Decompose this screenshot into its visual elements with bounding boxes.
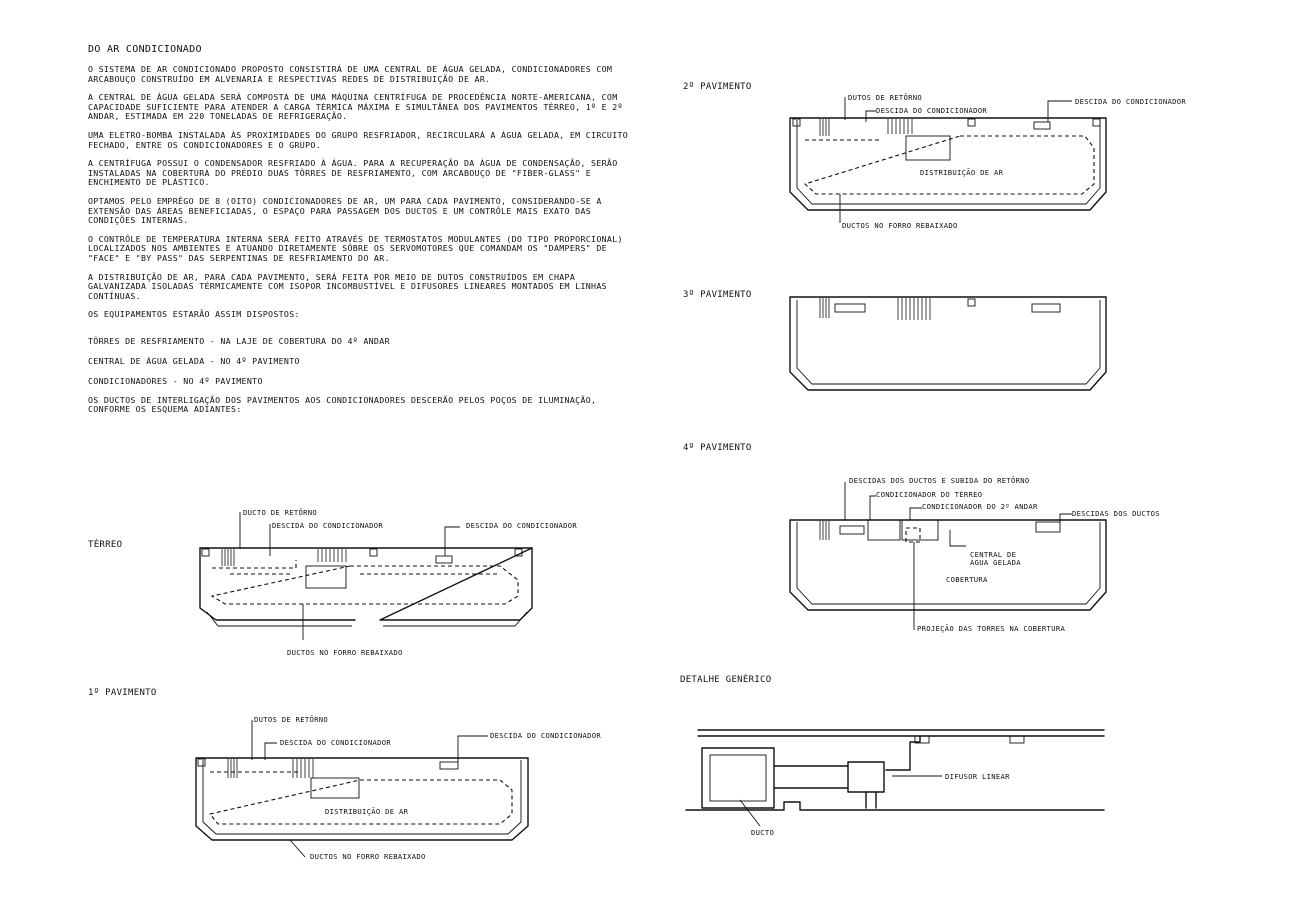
stair-hatch-p1 [227, 759, 314, 778]
section-title: DO AR CONDICIONADO [88, 44, 202, 55]
specification-text: DO AR CONDICIONADO O SISTEMA DE AR CONDI… [88, 44, 638, 424]
paragraph-condenser: A CENTRÍFUGA POSSUI O CONDENSADOR RESFRI… [88, 158, 618, 188]
equipment-towers: TÔRRES DE RESFRIAMENTO - NA LAJE DE COBE… [88, 335, 390, 346]
callout-p4-descidas: DESCIDAS DOS DUCTOS [1072, 509, 1160, 518]
stair-hatch-p2 [819, 119, 913, 136]
callout-p1-forro: DUCTOS NO FORRO REBAIXADO [310, 852, 426, 861]
paragraph-conditioners: OPTAMOS PELO EMPRÊGO DE 8 (OITO) CONDICI… [88, 195, 602, 226]
callout-p2-forro: DUCTOS NO FORRO REBAIXADO [842, 221, 958, 230]
callout-terreo-retorno: DUCTO DE RETÔRNO [243, 508, 318, 517]
stair-hatch-p4 [819, 521, 830, 540]
plan-2-pavimento [789, 97, 1107, 223]
equipment-central: CENTRAL DE ÁGUA GELADA - NO 4º PAVIMENTO [88, 355, 300, 366]
callout-p4-projecao: PROJEÇÃO DAS TORRES NA COBERTURA [917, 624, 1066, 633]
paragraph-closing: OS DUCTOS DE INTERLIGAÇÃO DOS PAVIMENTOS… [88, 394, 597, 415]
stair-hatch-p3 [819, 298, 931, 320]
callout-p4-central: CENTRAL DE ÁGUA GELADA [970, 550, 1021, 567]
callout-p1-distribuicao: DISTRIBUIÇÃO DE AR [325, 807, 409, 816]
paragraph-central: A CENTRAL DE ÁGUA GELADA SERÁ COMPOSTA D… [88, 92, 623, 122]
equipment-conditioners: CONDICIONADORES - NO 4º PAVIMENTO [88, 375, 263, 386]
plan-1-pavimento [195, 720, 529, 858]
callout-p4-cond-2andar: CONDICIONADOR DO 2º ANDAR [922, 502, 1038, 511]
callout-detail-ducto: DUCTO [751, 828, 775, 837]
callout-detail-difusor: DIFUSOR LINEAR [945, 772, 1010, 781]
callout-terreo-descida-2: DESCIDA DO CONDICIONADOR [466, 521, 578, 530]
plan-3-pavimento [789, 296, 1107, 391]
callout-p1-retorno: DUTOS DE RETÔRNO [254, 715, 329, 724]
detail-generic [685, 729, 1105, 827]
callout-p4-descidas-subida: DESCIDAS DOS DUCTOS E SUBIDA DO RETÔRNO [849, 476, 1030, 485]
callout-p1-descida-2: DESCIDA DO CONDICIONADOR [490, 731, 602, 740]
paragraph-distribution: A DISTRIBUIÇÃO DE AR, PARA CADA PAVIMENT… [88, 271, 607, 301]
detail-label: DETALHE GENÉRICO [680, 675, 772, 685]
callout-p1-descida-1: DESCIDA DO CONDICIONADOR [280, 738, 392, 747]
callout-p2-descida-2: DESCIDA DO CONDICIONADOR [1075, 97, 1187, 106]
callout-terreo-descida-1: DESCIDA DO CONDICIONADOR [272, 521, 384, 530]
floor-label-3: 3º PAVIMENTO [683, 290, 752, 300]
paragraph-system: O SISTEMA DE AR CONDICIONADO PROPOSTO CO… [88, 64, 613, 84]
paragraph-control: O CONTRÔLE DE TEMPERATURA INTERNA SERÁ F… [88, 233, 623, 263]
floor-label-4: 4º PAVIMENTO [683, 443, 752, 453]
stair-hatch-terreo [221, 549, 347, 566]
callout-p2-descida-1: DESCIDA DO CONDICIONADOR [876, 106, 988, 115]
plan-terreo [199, 512, 533, 640]
paragraph-pump: UMA ELETRO-BOMBA INSTALADA ÀS PROXIMIDAD… [88, 129, 629, 150]
floor-label-2: 2º PAVIMENTO [683, 82, 752, 92]
callout-p4-cond-terreo: CONDICIONADOR DO TÉRREO [876, 490, 983, 499]
paragraph-equipment-intro: OS EQUIPAMENTOS ESTARÃO ASSIM DISPOSTOS: [88, 309, 300, 320]
callout-p4-cobertura: COBERTURA [946, 575, 988, 584]
callout-p2-retorno: DUTOS DE RETÔRNO [848, 93, 923, 102]
floor-label-1: 1º PAVIMENTO [88, 688, 157, 698]
plan-4-pavimento [789, 482, 1107, 630]
callout-terreo-forro: DUCTOS NO FORRO REBAIXADO [287, 648, 403, 657]
callout-p2-distribuicao: DISTRIBUIÇÃO DE AR [920, 168, 1004, 177]
floor-label-terreo: TÉRREO [88, 540, 123, 550]
